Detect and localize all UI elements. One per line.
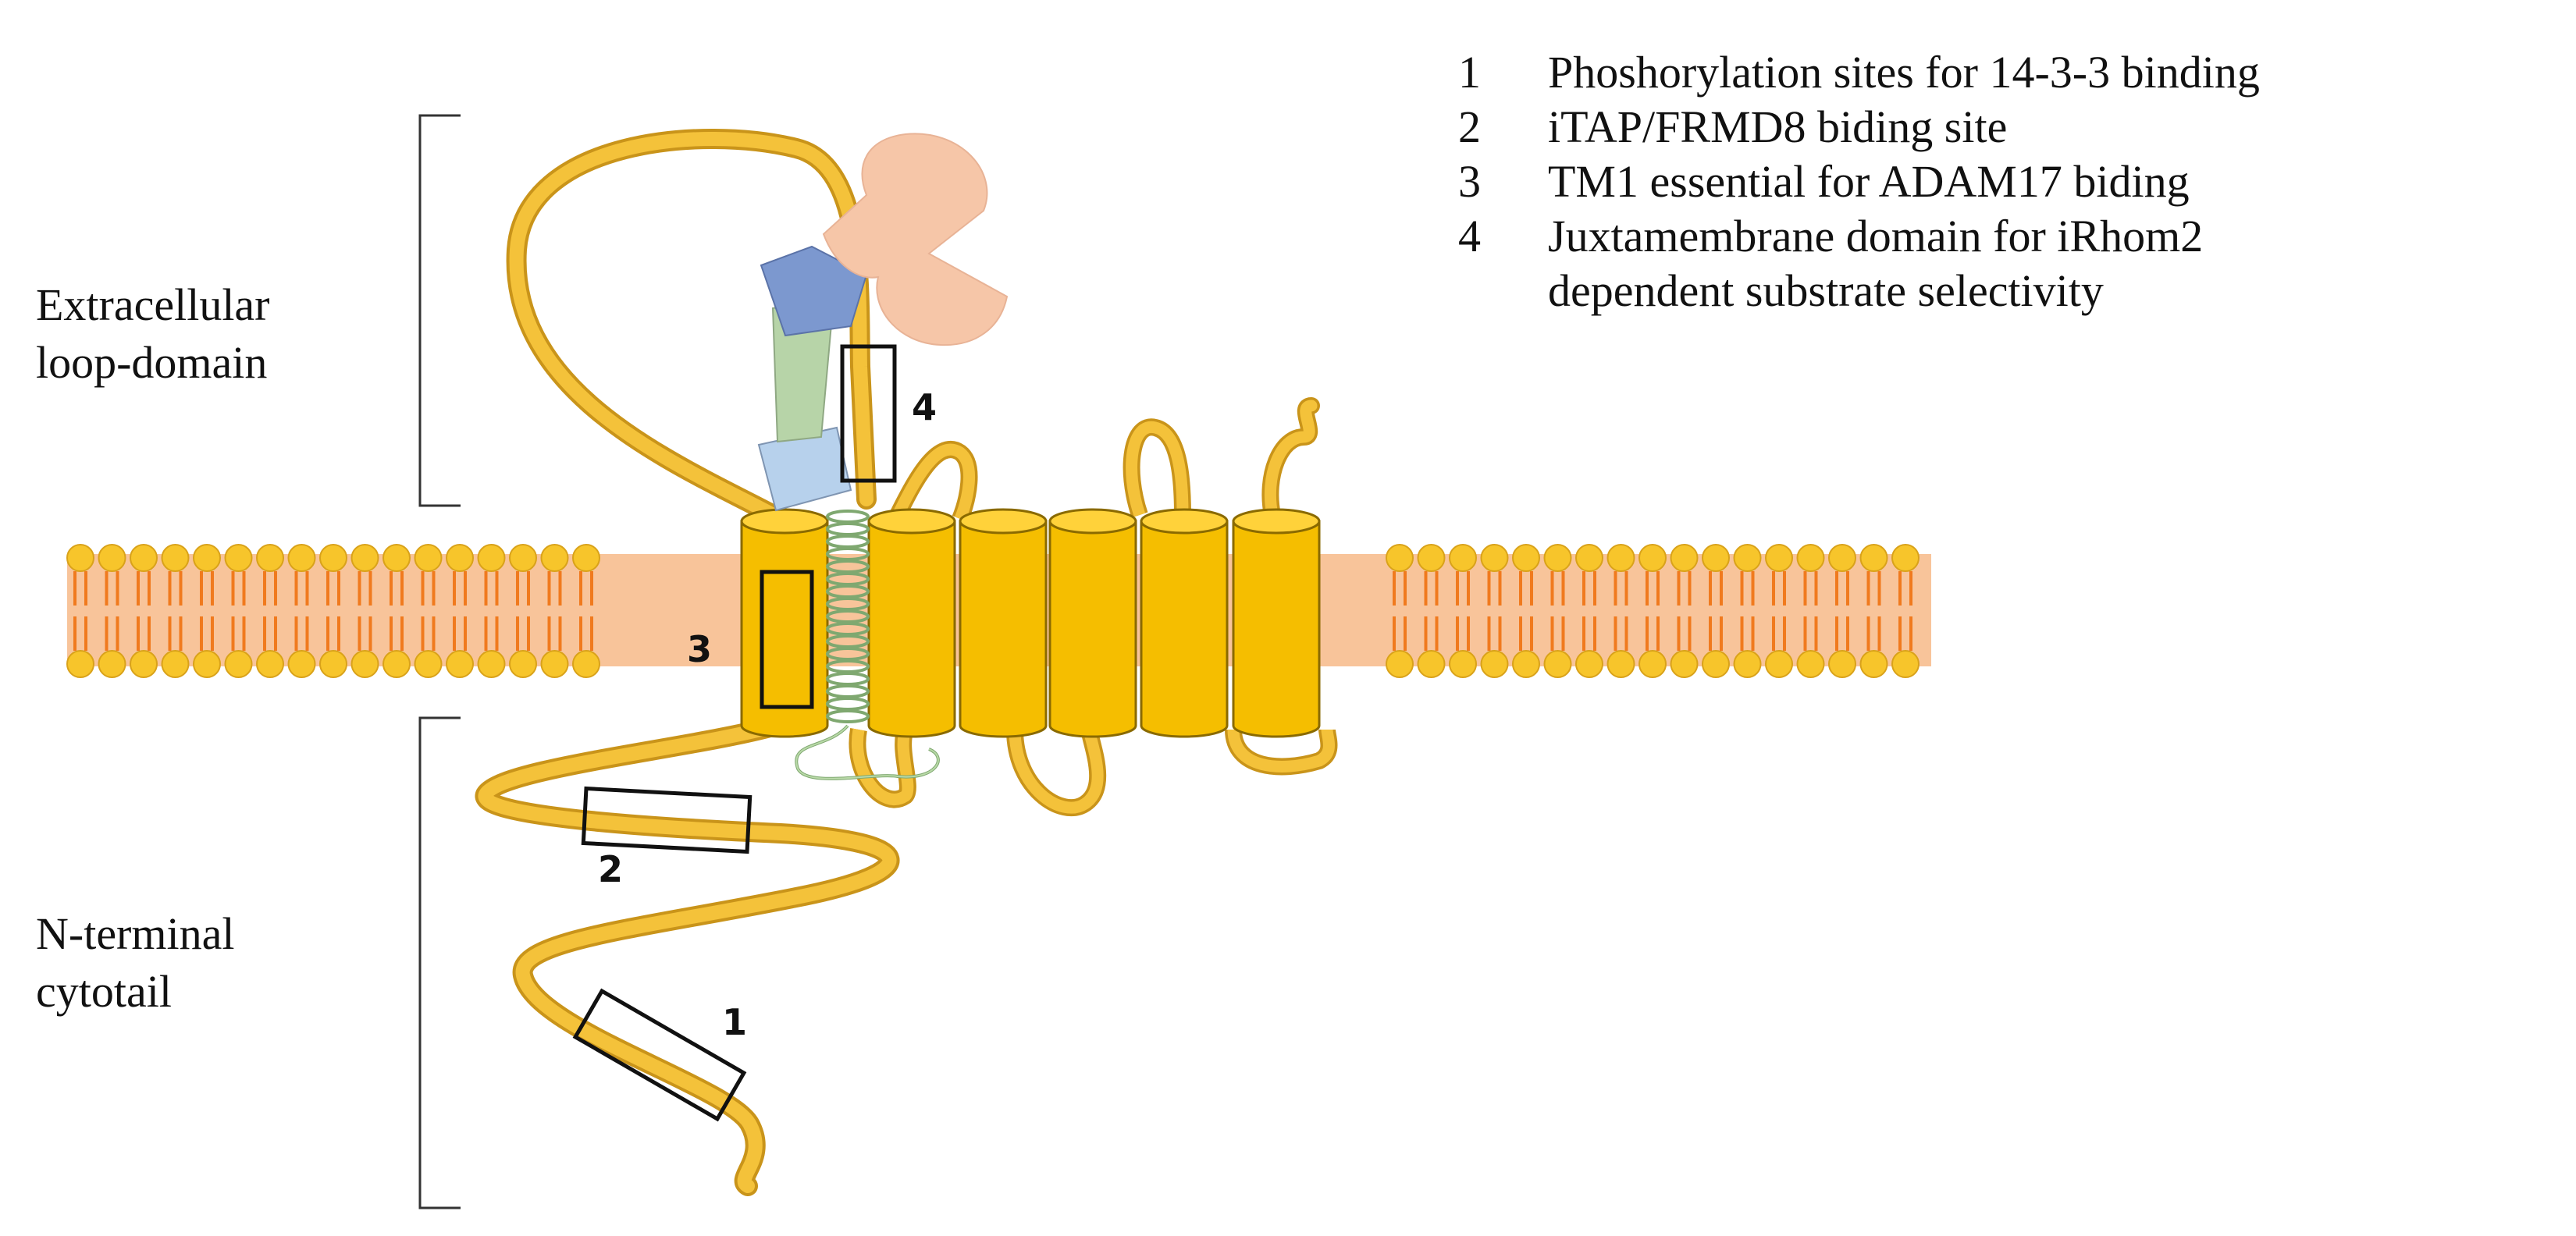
site-boxes: [572, 344, 897, 1122]
legend-item-3-number: 3: [1458, 156, 1481, 207]
lipid-molecule: [1606, 544, 1635, 678]
adam17-blue-domain: [760, 245, 868, 337]
marker-4: 4: [912, 386, 937, 428]
lipid-molecule: [1891, 544, 1920, 678]
inter-helix-loops: [849, 397, 1338, 816]
lipid-molecule: [319, 544, 347, 678]
lipid-molecule: [98, 544, 126, 678]
helix-tm1: [740, 508, 829, 738]
lipid-molecule: [1796, 544, 1825, 678]
lipid-molecule: [1638, 544, 1667, 678]
cytotail-label-line-1: N-terminal: [36, 908, 234, 959]
region-labels: Extracellular loop-domain N-terminal cyt…: [36, 279, 270, 1017]
adam17-head: [822, 133, 1009, 346]
legend-item-2-text: iTAP/FRMD8 biding site: [1548, 101, 2007, 152]
cytotail-chain: [475, 717, 900, 1196]
legend-item-3-text: TM1 essential for ADAM17 biding: [1548, 156, 2190, 207]
marker-1: 1: [722, 1001, 747, 1043]
helix-tm5: [1140, 508, 1229, 738]
adam17-lightblue-domain: [757, 426, 852, 512]
site-box-2: [581, 786, 753, 854]
lipid-molecules-right: [1386, 544, 1920, 678]
transmembrane-helices: [740, 508, 1321, 738]
lipid-molecule: [287, 544, 316, 678]
lipid-molecule: [1417, 544, 1446, 678]
cytotail-label-line-2: cytotail: [36, 966, 172, 1017]
lipid-molecule: [414, 544, 443, 678]
lipid-molecule: [1859, 544, 1888, 678]
lipid-molecule: [1828, 544, 1856, 678]
lipid-molecule: [572, 544, 600, 678]
lipid-molecule: [446, 544, 474, 678]
lipid-molecule: [1512, 544, 1540, 678]
legend-item-1-text: Phoshorylation sites for 14-3-3 binding: [1548, 47, 2260, 98]
helix-tm4: [1048, 508, 1137, 738]
lipid-molecule: [1765, 544, 1793, 678]
legend-item-2-number: 2: [1458, 101, 1481, 152]
lipid-molecule: [1449, 544, 1477, 678]
legend-item-4-text-line-1: Juxtamembrane domain for iRhom2: [1548, 211, 2203, 261]
lipid-molecule: [224, 544, 253, 678]
adam17: [757, 133, 1009, 512]
lipid-molecule: [256, 544, 284, 678]
lipid-molecule: [509, 544, 537, 678]
lipid-molecule: [1733, 544, 1762, 678]
lipid-molecule: [1480, 544, 1509, 678]
extracellular-bracket: [418, 114, 461, 507]
legend: 1 Phoshorylation sites for 14-3-3 bindin…: [1458, 47, 2260, 316]
lipid-molecule: [1386, 544, 1414, 678]
legend-item-4-text-line-2: dependent substrate selectivity: [1548, 265, 2104, 316]
site-box-3: [760, 570, 814, 709]
site-box-1: [572, 988, 747, 1122]
legend-item-4-number: 4: [1458, 211, 1481, 261]
lipid-molecule: [130, 544, 158, 678]
helix-tm6: [1232, 508, 1321, 738]
lipid-molecules-left: [66, 544, 600, 678]
helix-tm2: [867, 508, 956, 738]
lipid-molecule: [1702, 544, 1730, 678]
lipid-molecule: [1670, 544, 1699, 678]
extracellular-label-line-2: loop-domain: [36, 337, 267, 388]
marker-3: 3: [687, 628, 712, 670]
lipid-molecule: [1575, 544, 1603, 678]
lipid-molecule: [193, 544, 221, 678]
lipid-molecule: [477, 544, 506, 678]
extracellular-label-line-1: Extracellular: [36, 279, 270, 330]
lipid-molecule: [1543, 544, 1572, 678]
legend-item-1-number: 1: [1458, 47, 1481, 98]
helix-tm3: [959, 508, 1048, 738]
lipid-molecule: [161, 544, 190, 678]
substrate-transmembrane-coil: [795, 510, 940, 780]
lipid-molecule: [540, 544, 569, 678]
lipid-molecule: [382, 544, 411, 678]
cytotail-bracket: [418, 716, 461, 1209]
lipid-molecule: [66, 544, 94, 678]
site-box-4: [840, 344, 897, 483]
lipid-molecule: [350, 544, 379, 678]
marker-2: 2: [598, 848, 623, 890]
